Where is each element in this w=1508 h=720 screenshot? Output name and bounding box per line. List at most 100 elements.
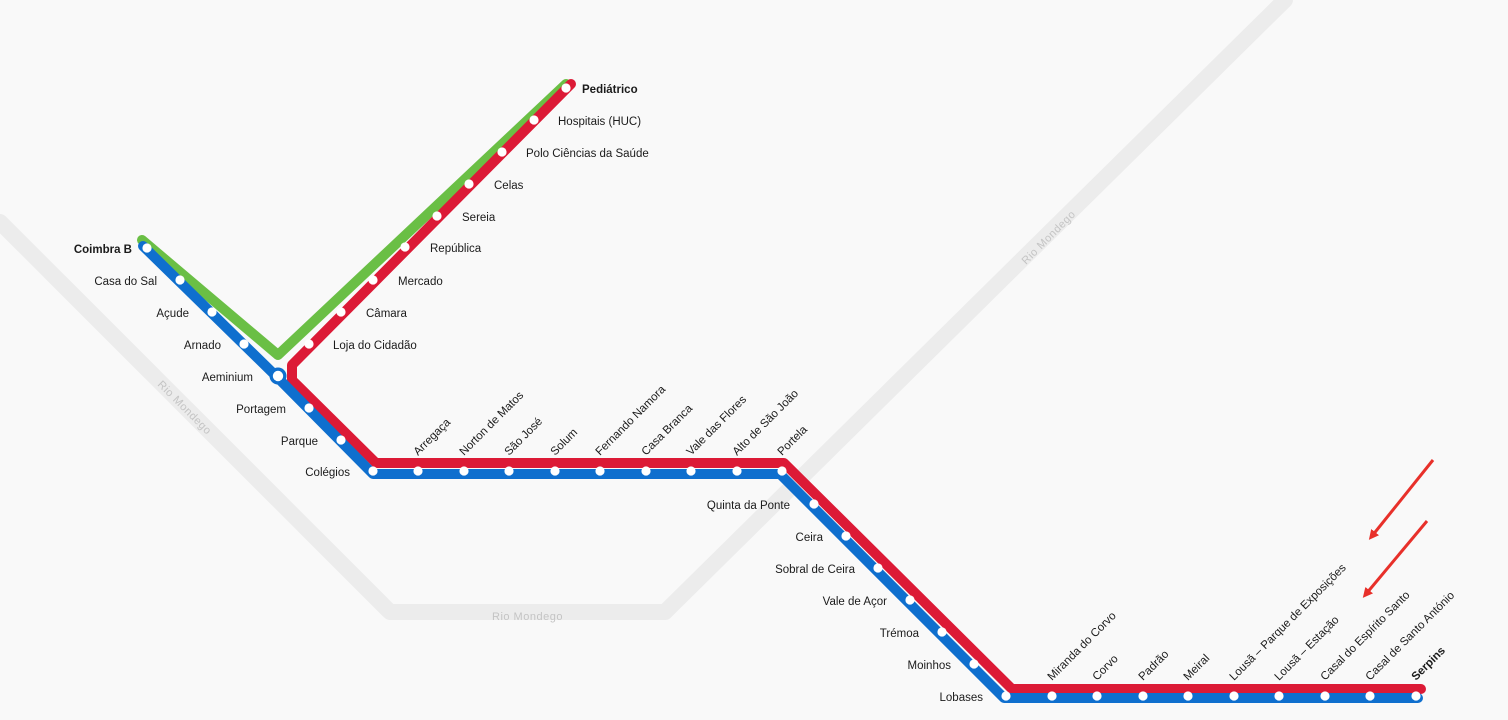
station-label: República [430, 243, 482, 255]
station-marker [561, 83, 571, 93]
station-marker [175, 275, 185, 285]
station-marker [873, 563, 883, 573]
station-marker [777, 466, 787, 476]
station-polo-ciencias-da-saude: Polo Ciências da Saúde [497, 147, 649, 160]
river-label: Rio Mondego [155, 379, 214, 438]
station-marker [937, 627, 947, 637]
line-green [137, 79, 571, 360]
station-marker [504, 466, 514, 476]
station-camara: Câmara [336, 307, 408, 320]
station-marker [142, 243, 152, 253]
station-marker [1365, 691, 1375, 701]
station-label: Sobral de Ceira [775, 564, 856, 576]
station-label: Loja do Cidadão [333, 340, 417, 352]
station-label: Arnado [184, 340, 221, 352]
station-celas: Celas [464, 179, 524, 192]
station-marker [459, 466, 469, 476]
station-label: Moinhos [908, 660, 952, 672]
station-label: Colégios [305, 467, 350, 479]
station-label: Lobases [940, 692, 984, 704]
station-marker [1320, 691, 1330, 701]
station-marker [464, 179, 474, 189]
station-marker [207, 307, 217, 317]
annotation-arrow [1368, 459, 1435, 540]
station-republica: República [400, 242, 482, 255]
station-label: Ceira [796, 532, 824, 544]
station-sobral-de-ceira: Sobral de Ceira [775, 563, 883, 576]
station-marker [641, 466, 651, 476]
station-pediatrico: Pediátrico [561, 83, 638, 96]
station-colegios: Colégios [305, 466, 378, 479]
station-label: Celas [494, 180, 524, 192]
station-marker [809, 499, 819, 509]
station-label: Hospitais (HUC) [558, 116, 641, 128]
station-marker [1274, 691, 1284, 701]
station-marker [1092, 691, 1102, 701]
station-marker [595, 466, 605, 476]
river-mondego [0, 0, 1293, 620]
station-marker [550, 466, 560, 476]
station-casa-do-sal: Casa do Sal [94, 275, 185, 288]
station-label: Padrão [1137, 648, 1172, 683]
station-aeminium: Aeminium [202, 367, 287, 385]
station-marker [1229, 691, 1239, 701]
station-label: Casal do Espírito Santo [1319, 589, 1413, 683]
station-marker [1411, 691, 1421, 701]
station-mercado: Mercado [368, 275, 443, 288]
station-marker [368, 466, 378, 476]
station-marker [1183, 691, 1193, 701]
station-label: Quinta da Ponte [707, 500, 790, 512]
station-ceira: Ceira [796, 531, 851, 544]
station-marker [413, 466, 423, 476]
river-label: Rio Mondego [492, 611, 563, 623]
station-marker [432, 211, 442, 221]
station-marker [272, 370, 284, 382]
line-blue [138, 241, 1423, 703]
station-marker [304, 403, 314, 413]
station-label: Coimbra B [74, 244, 132, 256]
station-label: Corvo [1091, 653, 1121, 683]
station-marker [368, 275, 378, 285]
station-label: São José [503, 416, 545, 458]
station-marker [1138, 691, 1148, 701]
station-label: Meiral [1182, 652, 1213, 683]
station-coimbra-b: Coimbra B [74, 243, 152, 256]
station-loja-do-cidadao: Loja do Cidadão [304, 339, 417, 352]
station-label: Parque [281, 436, 318, 448]
station-marker [497, 147, 507, 157]
station-marker [529, 115, 539, 125]
station-parque: Parque [281, 435, 346, 448]
annotations-layer [1362, 459, 1435, 598]
station-label: Casa do Sal [94, 276, 157, 288]
station-marker [336, 435, 346, 445]
line-red [287, 79, 1426, 694]
station-hospitais-huc: Hospitais (HUC) [529, 115, 641, 128]
station-lobases: Lobases [940, 691, 1011, 704]
station-vale-de-acor: Vale de Açor [823, 595, 915, 608]
station-label: Sereia [462, 212, 496, 224]
station-label: Solum [549, 427, 581, 459]
station-marker [905, 595, 915, 605]
station-label: Portagem [236, 404, 286, 416]
station-label: Açude [156, 308, 189, 320]
rivers-layer: Rio Mondego Rio Mondego Rio Mondego [0, 0, 1293, 623]
station-label: Pediátrico [582, 84, 638, 96]
station-label: Casal de Santo António [1364, 590, 1457, 683]
station-label: Vale de Açor [823, 596, 888, 608]
station-label: Arregaça [412, 416, 454, 458]
station-label: Trémoa [880, 628, 920, 640]
station-solum: Solum [549, 427, 581, 476]
station-marker [400, 242, 410, 252]
station-marker [732, 466, 742, 476]
station-label: Portela [776, 423, 811, 458]
lines-layer [137, 79, 1426, 703]
station-marker [304, 339, 314, 349]
station-marker [969, 659, 979, 669]
station-marker [1001, 691, 1011, 701]
station-marker [1047, 691, 1057, 701]
station-label: Aeminium [202, 372, 253, 384]
station-quinta-da-ponte: Quinta da Ponte [707, 499, 819, 512]
station-sereia: Sereia [432, 211, 496, 224]
